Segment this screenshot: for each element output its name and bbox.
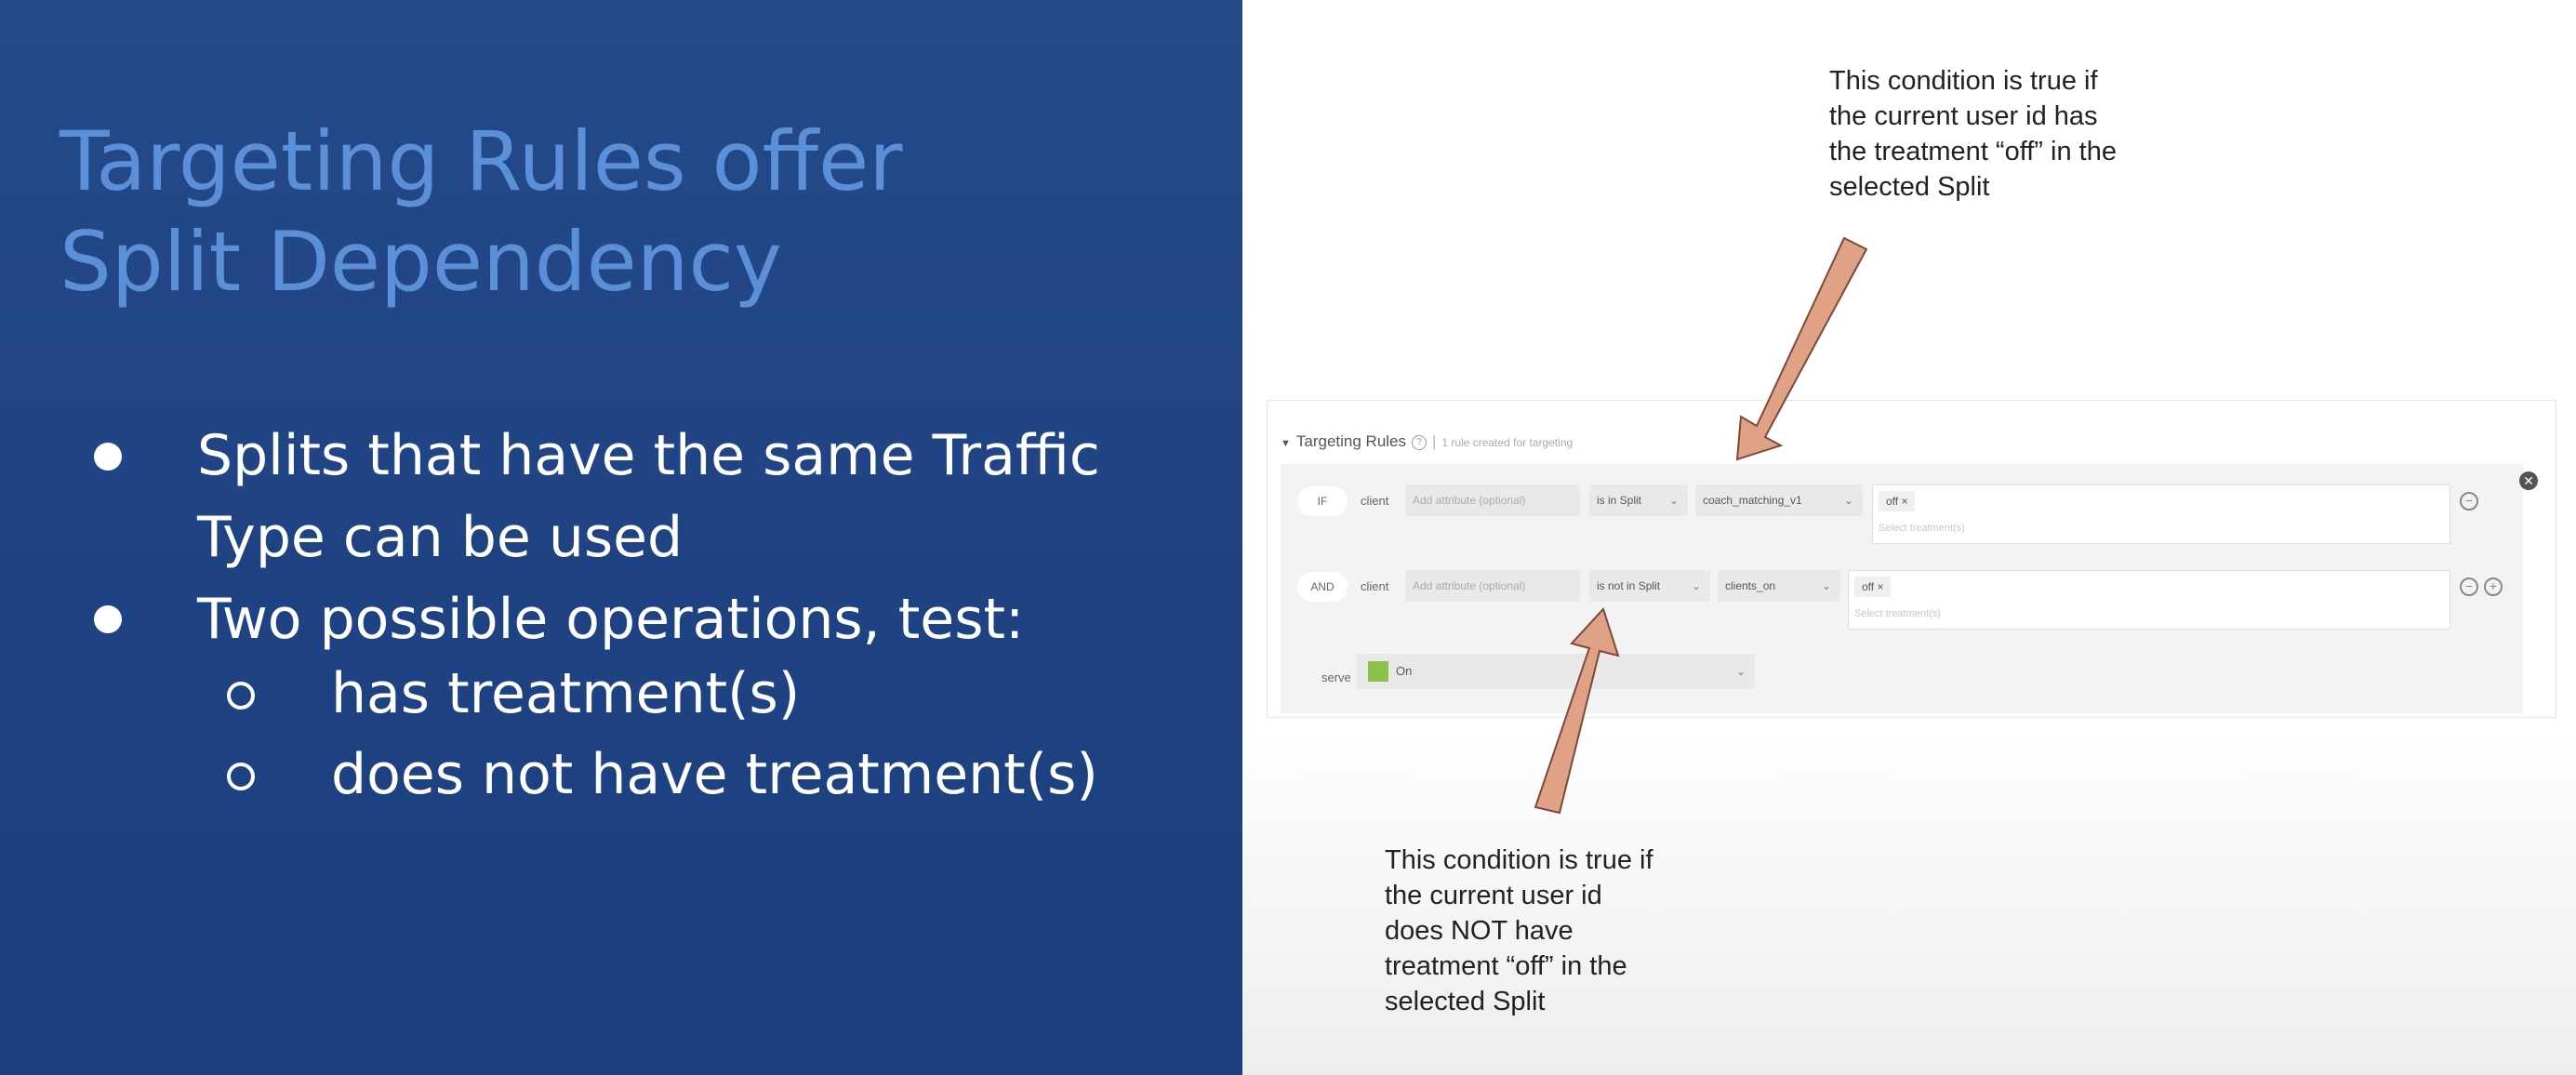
chevron-down-icon: ⌄ [1691, 579, 1701, 592]
sub-bullet-ring [227, 682, 255, 710]
caret-down-icon: ▼ [1281, 438, 1291, 449]
attribute-input[interactable]: Add attribute (optional) [1405, 484, 1580, 516]
chevron-down-icon: ⌄ [1821, 579, 1831, 592]
chevron-down-icon: ⌄ [1668, 494, 1679, 507]
note-line: This condition is true if [1829, 66, 2098, 96]
operator-select[interactable]: is in Split ⌄ [1589, 484, 1688, 516]
split-value: clients_on [1725, 579, 1776, 592]
note-line: selected Split [1829, 172, 1990, 202]
bullet-item: Splits that have the same Traffic Type c… [197, 423, 1100, 570]
slide-panel: Targeting Rules offer Split Dependency S… [0, 0, 1242, 1075]
arrow-bottom-shape [1534, 607, 1620, 815]
bullet-dot [94, 605, 122, 633]
note-line: the treatment “off” in the [1829, 137, 2117, 166]
serve-label: serve [1321, 670, 1351, 684]
treatment-tag[interactable]: off × [1854, 577, 1892, 597]
treatment-tag-label: off [1862, 580, 1875, 593]
targeting-rules-title: Targeting Rules [1295, 432, 1407, 450]
chevron-down-icon: ⌄ [1735, 665, 1746, 678]
sub-bullet-ring [227, 763, 255, 790]
annotation-note-bottom: This condition is true if the current us… [1385, 843, 1653, 1019]
condition-pill: AND [1297, 572, 1348, 602]
attribute-input[interactable]: Add attribute (optional) [1405, 570, 1580, 602]
treatment-tag[interactable]: off × [1879, 491, 1916, 511]
help-icon[interactable]: ? [1412, 434, 1427, 450]
remove-condition-icon[interactable]: − [2460, 492, 2478, 511]
operator-value: is in Split [1597, 494, 1642, 507]
slide-title: Targeting Rules offer Split Dependency [60, 112, 902, 312]
sub-bullet-item: does not have treatment(s) [331, 742, 1098, 807]
condition-pill: IF [1297, 486, 1348, 516]
note-line: the current user id [1385, 881, 1602, 910]
treatment-placeholder: Select treatment(s) [1854, 608, 1941, 619]
treatment-placeholder: Select treatment(s) [1879, 523, 1965, 534]
condition-row-and: AND client Add attribute (optional) is n… [1297, 566, 2506, 633]
remove-condition-icon[interactable]: − [2460, 577, 2478, 596]
serve-value: On [1396, 664, 1413, 678]
traffic-type-label: client [1361, 494, 1389, 508]
treatment-tag-label: off [1886, 495, 1899, 508]
condition-row-if: IF client Add attribute (optional) is in… [1297, 481, 2506, 548]
serve-select[interactable]: On ⌄ [1357, 654, 1755, 689]
operator-value: is not in Split [1597, 579, 1661, 592]
sub-bullet-item: has treatment(s) [331, 661, 801, 726]
add-condition-icon[interactable]: + [2484, 577, 2503, 596]
bullet-dot [94, 443, 122, 471]
slide-title-line1: Targeting Rules offer [60, 113, 903, 209]
traffic-type-label: client [1361, 579, 1389, 593]
chevron-down-icon: ⌄ [1843, 494, 1853, 507]
targeting-rules-header[interactable]: ▼ Targeting Rules? | 1 rule created for tar… [1281, 432, 1573, 451]
rule-body: IF client Add attribute (optional) is in… [1281, 464, 2523, 713]
operator-select[interactable]: is not in Split ⌄ [1589, 570, 1710, 602]
note-line: selected Split [1385, 987, 1546, 1016]
bullet-item: Two possible operations, test: [197, 587, 1025, 652]
header-separator: | [1432, 432, 1437, 450]
targeting-rules-screenshot: ▼ Targeting Rules? | 1 rule created for tar… [1267, 400, 2556, 718]
targeting-rules-subtitle: 1 rule created for targeting [1441, 436, 1573, 449]
split-value: coach_matching_v1 [1703, 494, 1802, 507]
annotation-note-top: This condition is true if the current us… [1829, 63, 2117, 205]
note-line: treatment “off” in the [1385, 951, 1627, 981]
treatment-select[interactable]: off × Select treatment(s) [1848, 570, 2450, 630]
treatment-color-swatch [1368, 661, 1388, 682]
slide-title-line2: Split Dependency [60, 214, 783, 310]
split-select[interactable]: coach_matching_v1 ⌄ [1695, 484, 1863, 516]
close-icon[interactable]: ✕ [2519, 471, 2538, 490]
note-line: does NOT have [1385, 916, 1573, 946]
split-select[interactable]: clients_on ⌄ [1718, 570, 1840, 602]
arrow-top-shape [1735, 236, 1868, 461]
treatment-select[interactable]: off × Select treatment(s) [1872, 484, 2450, 544]
note-line: This condition is true if [1385, 845, 1653, 875]
note-line: the current user id has [1829, 101, 2098, 131]
